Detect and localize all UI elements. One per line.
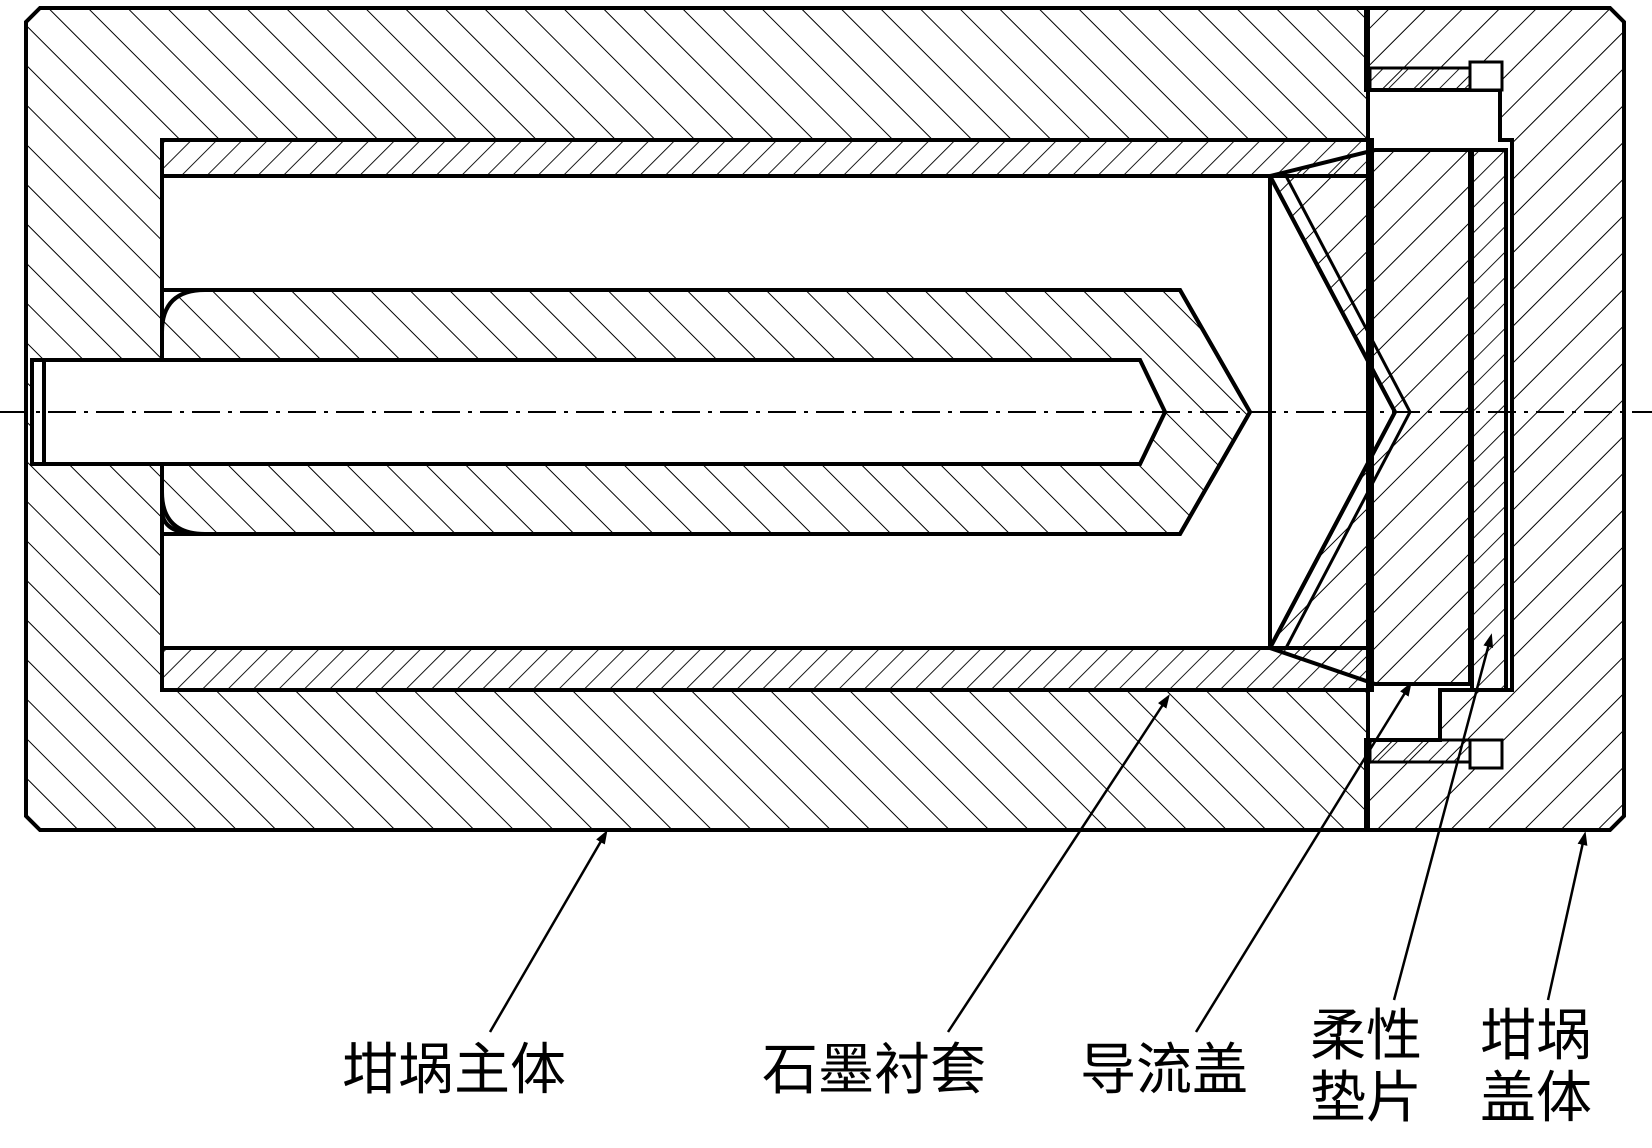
label-flexible-gasket-line2: 垫片 [1310,1066,1422,1131]
label-crucible-body: 坩埚主体 [342,1038,566,1103]
label-flexible-gasket: 柔性 垫片 [1310,1006,1422,1130]
cone-edge-bottom [1268,411,1397,649]
label-flexible-gasket-line1: 柔性 [1310,1004,1422,1069]
label-crucible-lid: 坩埚 盖体 [1480,1006,1592,1130]
label-graphite-liner: 石墨衬套 [762,1038,986,1103]
central-bore [42,358,1168,466]
leader-graphite-liner [946,694,1170,1033]
bottom-seal-corner [1468,738,1504,770]
cone-inner-edge-top [1284,175,1412,413]
label-crucible-lid-line2: 盖体 [1480,1066,1592,1131]
flexible-gasket-section [1470,148,1508,692]
leader-flexible-gasket [1392,633,1494,1001]
cone-inner-edge-bottom [1284,411,1412,649]
label-guide-cover: 导流盖 [1080,1038,1248,1103]
top-seal-corner [1468,60,1504,92]
label-crucible-lid-line1: 坩埚 [1480,1004,1592,1069]
leader-guide-cover [1194,682,1412,1033]
leader-crucible-lid [1546,831,1588,1001]
leader-crucible-body [488,829,608,1033]
cone-edge-top [1268,175,1397,413]
